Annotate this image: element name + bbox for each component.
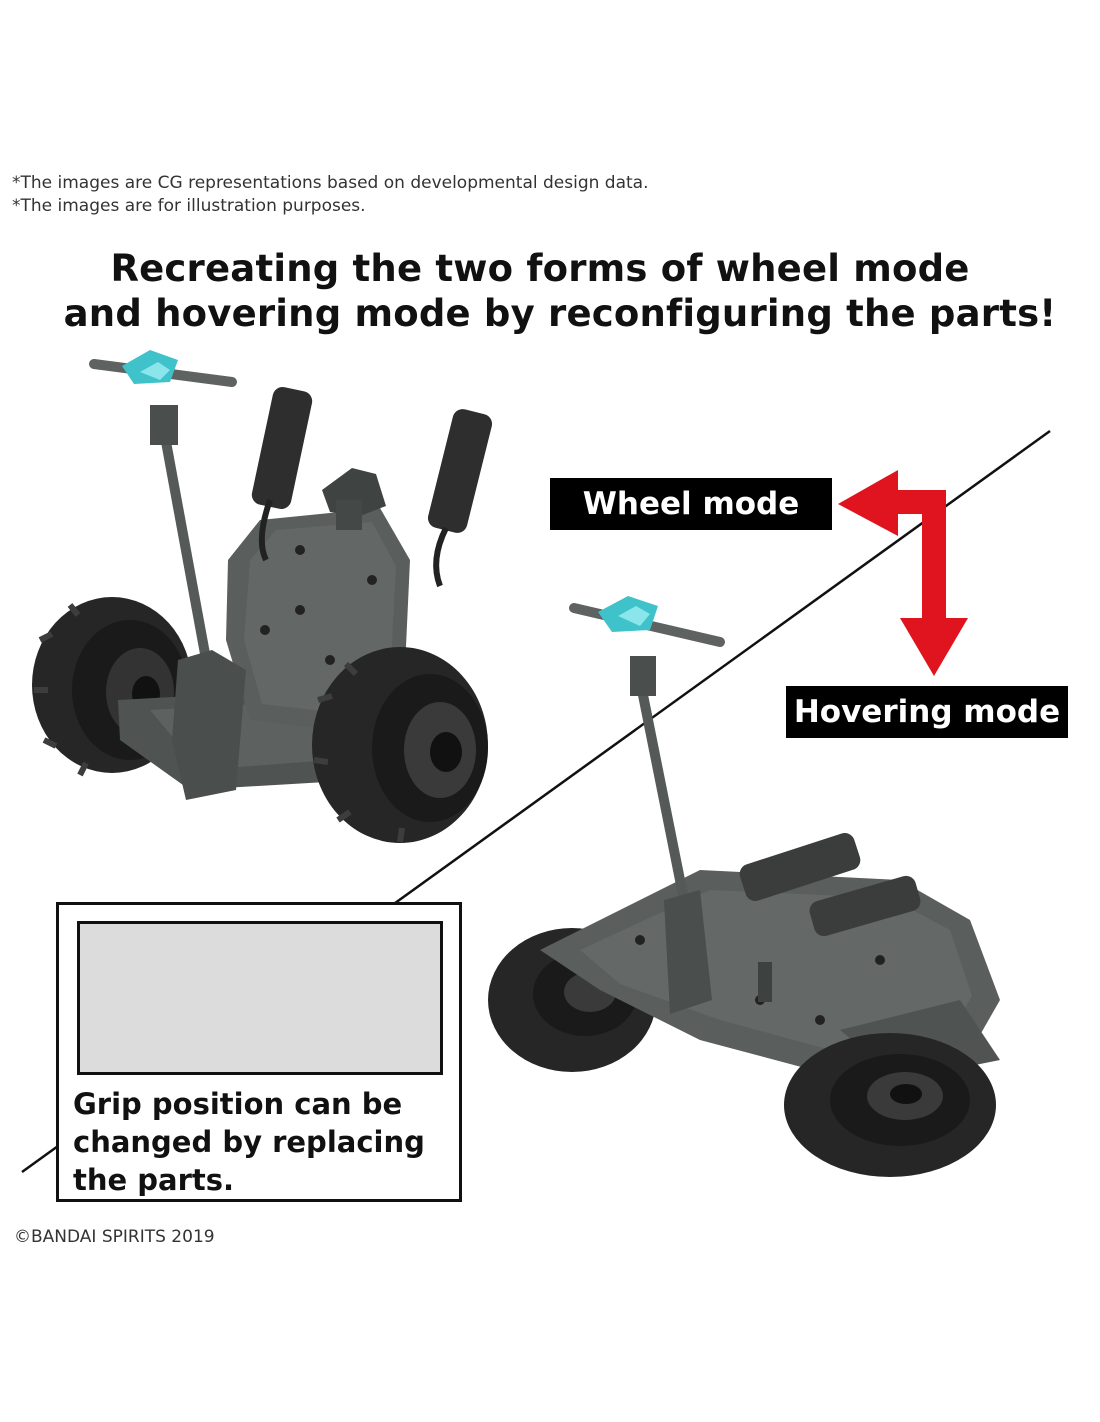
- hovering-mode-label: Hovering mode: [786, 686, 1068, 738]
- wheel-mode-label: Wheel mode: [550, 478, 832, 530]
- headline-line-1: Recreating the two forms of wheel mode: [110, 247, 970, 290]
- double-arrow-red-icon: [838, 470, 968, 676]
- grip-info-box: Grip position can be changed by replacin…: [56, 902, 462, 1202]
- grip-caption-line-1: Grip position can be: [73, 1087, 403, 1121]
- hover-pipe-1: [739, 832, 861, 902]
- hover-wheel-right: [784, 1033, 996, 1177]
- grip-caption: Grip position can be changed by replacin…: [73, 1085, 453, 1199]
- wheel-mode-vehicle: [32, 350, 493, 843]
- grip-parts-panel: [77, 921, 443, 1075]
- disclaimer-1: *The images are CG representations based…: [12, 173, 649, 193]
- wheel-right: [312, 647, 488, 843]
- headline-line-2: and hovering mode by reconfiguring the p…: [63, 292, 1057, 335]
- hovering-mode-vehicle: [488, 596, 1000, 1177]
- pipe-left: [251, 387, 313, 562]
- pipe-right: [427, 409, 493, 588]
- grip-caption-line-2: changed by replacing: [73, 1125, 425, 1159]
- disclaimer-2: *The images are for illustration purpose…: [12, 196, 366, 216]
- grip-caption-line-3: the parts.: [73, 1163, 235, 1197]
- copyright-notice: ©BANDAI SPIRITS 2019: [14, 1227, 215, 1247]
- hover-pipe-2: [809, 875, 921, 937]
